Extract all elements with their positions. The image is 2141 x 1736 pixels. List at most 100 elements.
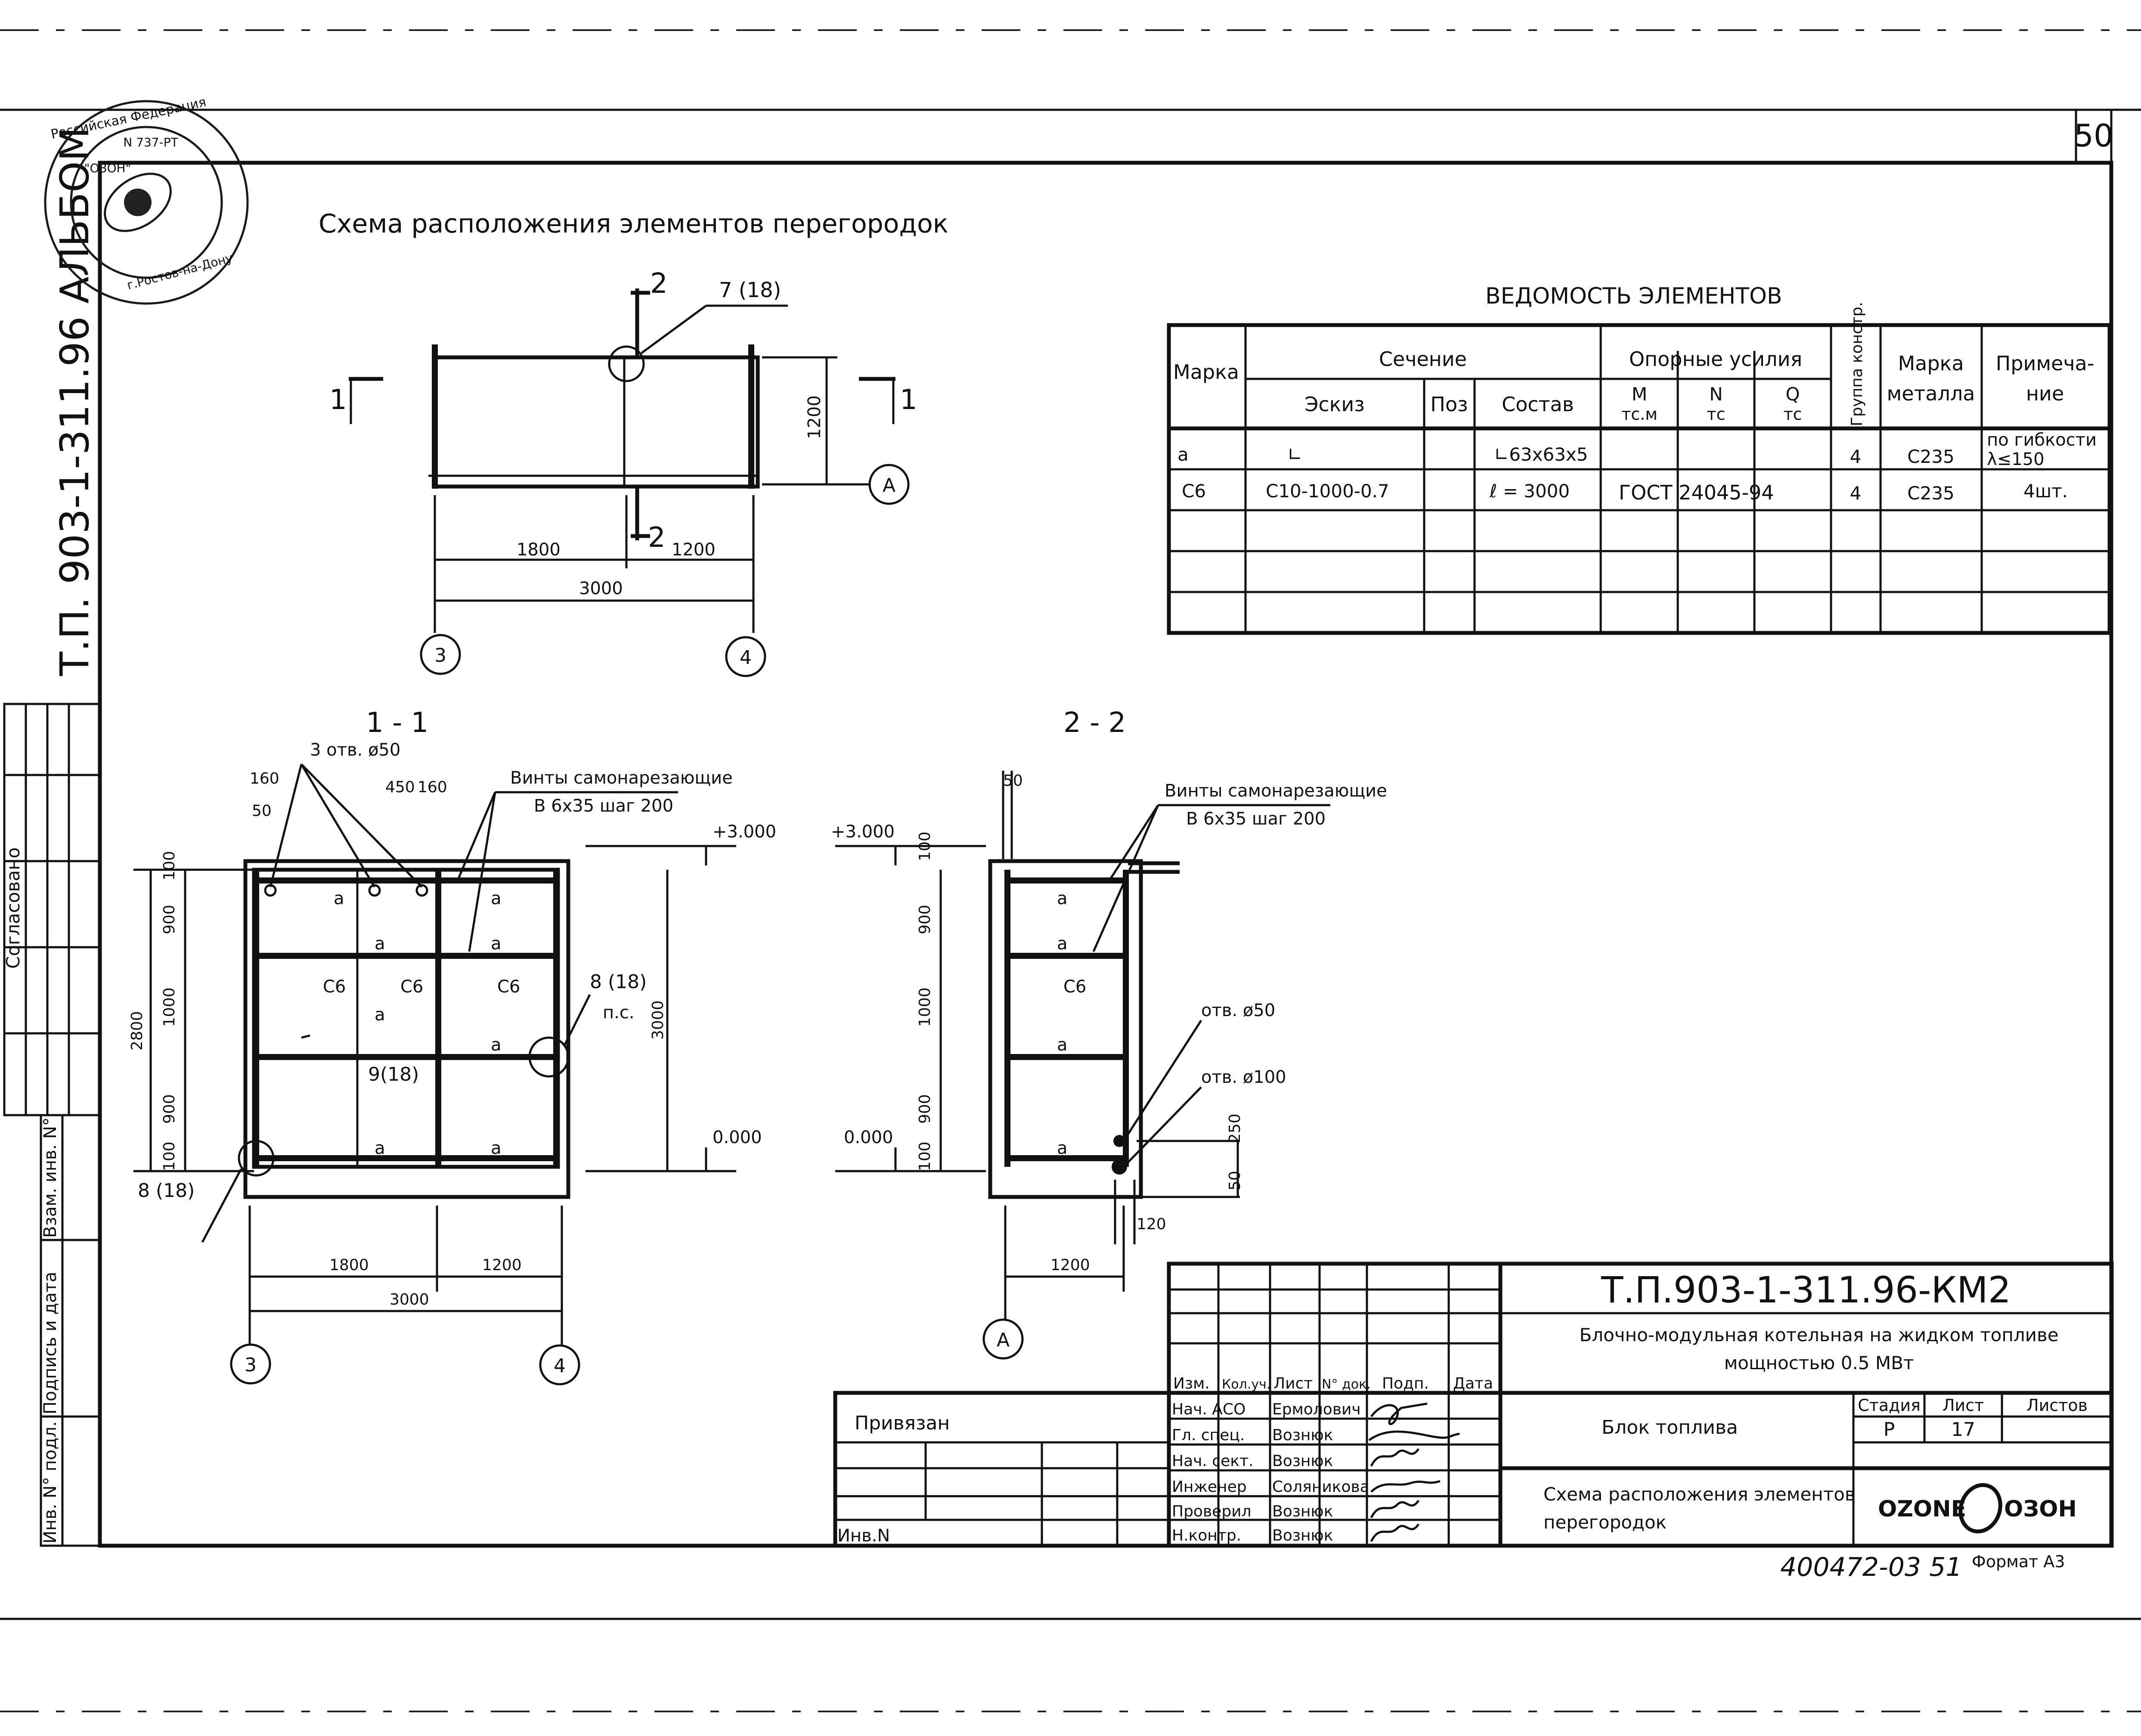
schedule-title: ВЕДОМОСТЬ ЭЛЕМЕНТОВ xyxy=(1485,283,1782,309)
sec22-screws-1: Винты самонарезающие xyxy=(1165,781,1387,801)
sch-h-N: N xyxy=(1709,384,1723,405)
sch-h-Mu: тс.м xyxy=(1621,405,1658,424)
sec11-d160b: 160 xyxy=(418,778,447,796)
sec22-v100b: 100 xyxy=(916,1141,934,1171)
sec11-d450: 450 xyxy=(385,778,415,796)
sec22-axis-A: А xyxy=(997,1329,1010,1351)
sec11-v900b: 900 xyxy=(161,1094,178,1124)
side-vzam: Взам. инв. N° xyxy=(40,1117,60,1238)
plan-dim-1800: 1800 xyxy=(517,540,561,560)
seal-text-3: "ОЗОН" xyxy=(84,161,131,175)
sch-h-M: М xyxy=(1632,384,1647,405)
tb-role-5: Проверил xyxy=(1172,1503,1252,1520)
sch-r1-note-2: λ≤150 xyxy=(1987,450,2045,469)
sch-h-forces: Опорные усилия xyxy=(1629,347,1802,371)
sch-h-compo: Состав xyxy=(1502,393,1574,416)
sec11-v100b: 100 xyxy=(161,1141,178,1171)
sec11-lvl-bot: 0.000 xyxy=(713,1128,762,1147)
sec11-axis-3: 3 xyxy=(245,1354,257,1376)
tb-role-4: Инженер xyxy=(1172,1478,1247,1496)
tb-privyazan: Привязан xyxy=(855,1412,950,1434)
sec11-v2800: 2800 xyxy=(128,1011,146,1051)
sec22-d120: 120 xyxy=(1137,1215,1166,1233)
sch-h-marka: Марка xyxy=(1173,360,1239,384)
sch-h-sketch: Эскиз xyxy=(1304,393,1365,416)
sch-r1-metal: С235 xyxy=(1907,446,1955,467)
sec22-v100a: 100 xyxy=(916,831,934,861)
sec11-callout-9: 9(18) xyxy=(368,1063,419,1085)
sec22-hole50: отв. ø50 xyxy=(1201,1001,1275,1020)
tb-format: Формат А3 xyxy=(1972,1552,2065,1571)
sec11-mark-c6-3: С6 xyxy=(497,977,520,997)
sec11-h1200: 1200 xyxy=(482,1256,522,1274)
tb-project-1: Блочно-модульная котельная на жидком топ… xyxy=(1579,1324,2058,1345)
sec22-mark-c6: С6 xyxy=(1063,977,1086,997)
tb-sheets-h: Листов xyxy=(2026,1396,2088,1415)
sec11-geometry xyxy=(133,763,736,1386)
sch-h-section: Сечение xyxy=(1379,347,1467,371)
plan-sec2-top: 2 xyxy=(650,268,668,300)
tb-h-koluch: Кол.уч. xyxy=(1222,1377,1270,1392)
tb-name-6: Вознюк xyxy=(1272,1527,1333,1544)
sec11-callout-8: 8 (18) xyxy=(590,971,647,993)
sec11-mark-a7: а xyxy=(375,1138,385,1158)
tb-name-4: Соляникова xyxy=(1272,1478,1369,1496)
sec11-mark-a1: а xyxy=(334,889,344,908)
sec11-ps: п.с. xyxy=(603,1003,635,1023)
handwritten-signatures xyxy=(1368,1402,1460,1542)
sch-r2-metal: С235 xyxy=(1907,483,1955,504)
sec11-callout-8b: 8 (18) xyxy=(138,1180,195,1202)
plan-axis-3: 3 xyxy=(434,645,446,666)
tb-name-1: Ермолович xyxy=(1272,1401,1361,1418)
sec11-mark-a3: а xyxy=(375,934,385,954)
tb-h-ndok: N° док. xyxy=(1322,1377,1371,1392)
sec22-mark-a4: а xyxy=(1057,1138,1068,1158)
tb-stage-h: Стадия xyxy=(1858,1396,1921,1415)
plan-geometry xyxy=(349,288,910,677)
sch-r2-compo: ℓ = 3000 xyxy=(1489,480,1570,502)
tb-role-1: Нач. АСО xyxy=(1172,1401,1246,1418)
tb-h-podp: Подп. xyxy=(1382,1375,1429,1392)
sch-h-Qu: тс xyxy=(1783,405,1802,424)
tb-role-3: Нач. сект. xyxy=(1172,1452,1253,1470)
plan-callout-7: 7 (18) xyxy=(719,278,781,302)
sch-r1-compo: ∟63х63х5 xyxy=(1494,444,1588,465)
plan-sec2-bot: 2 xyxy=(648,522,666,554)
tb-sheet-h: Лист xyxy=(1943,1396,1984,1415)
sec11-axis-4: 4 xyxy=(554,1355,566,1377)
tb-handwritten-number: 400472-03 51 xyxy=(1780,1552,1962,1582)
sec11-mark-c6-2: С6 xyxy=(400,977,423,997)
organisation-seal xyxy=(44,100,249,305)
title-block-grid xyxy=(833,1262,2114,1548)
sec22-title: 2 - 2 xyxy=(1063,707,1126,739)
tb-project-2: мощностью 0.5 МВт xyxy=(1724,1352,1914,1373)
tb-inv-n: Инв.N xyxy=(837,1526,890,1546)
side-strip xyxy=(3,703,101,1547)
sec11-h3000: 3000 xyxy=(390,1291,429,1308)
tb-role-6: Н.контр. xyxy=(1172,1527,1241,1544)
sch-r2-forces: ГОСТ 24045-94 xyxy=(1619,481,1774,504)
sec11-v1000: 1000 xyxy=(161,987,178,1027)
side-agreed: Согласовано xyxy=(3,847,24,969)
sec11-mark-a6: а xyxy=(491,1035,502,1055)
plan-axis-A: А xyxy=(883,474,895,496)
sch-r2-group: 4 xyxy=(1850,483,1862,504)
company-logo xyxy=(1868,1483,2097,1534)
sch-h-metal-2: металла xyxy=(1887,382,1975,405)
sec22-lvl-top: +3.000 xyxy=(831,822,895,842)
sec11-screws-1: Винты самонарезающие xyxy=(510,768,733,788)
sec11-title: 1 - 1 xyxy=(366,707,428,739)
sheet-number: 50 xyxy=(2074,118,2113,154)
sch-r1-sketch: ∟ xyxy=(1287,444,1302,465)
paper-edges xyxy=(0,29,2141,1712)
tb-h-list: Лист xyxy=(1273,1375,1313,1392)
sch-h-Q: Q xyxy=(1785,384,1800,405)
sec11-holes: 3 отв. ø50 xyxy=(310,740,400,760)
tb-name-3: Вознюк xyxy=(1272,1452,1333,1470)
sec11-mark-a4: а xyxy=(491,934,502,954)
sec22-d250: 250 xyxy=(1226,1113,1244,1143)
tb-h-data: Дата xyxy=(1453,1375,1493,1392)
sec11-v3000: 3000 xyxy=(649,1000,667,1040)
sec11-mark-c6-1: С6 xyxy=(323,977,346,997)
